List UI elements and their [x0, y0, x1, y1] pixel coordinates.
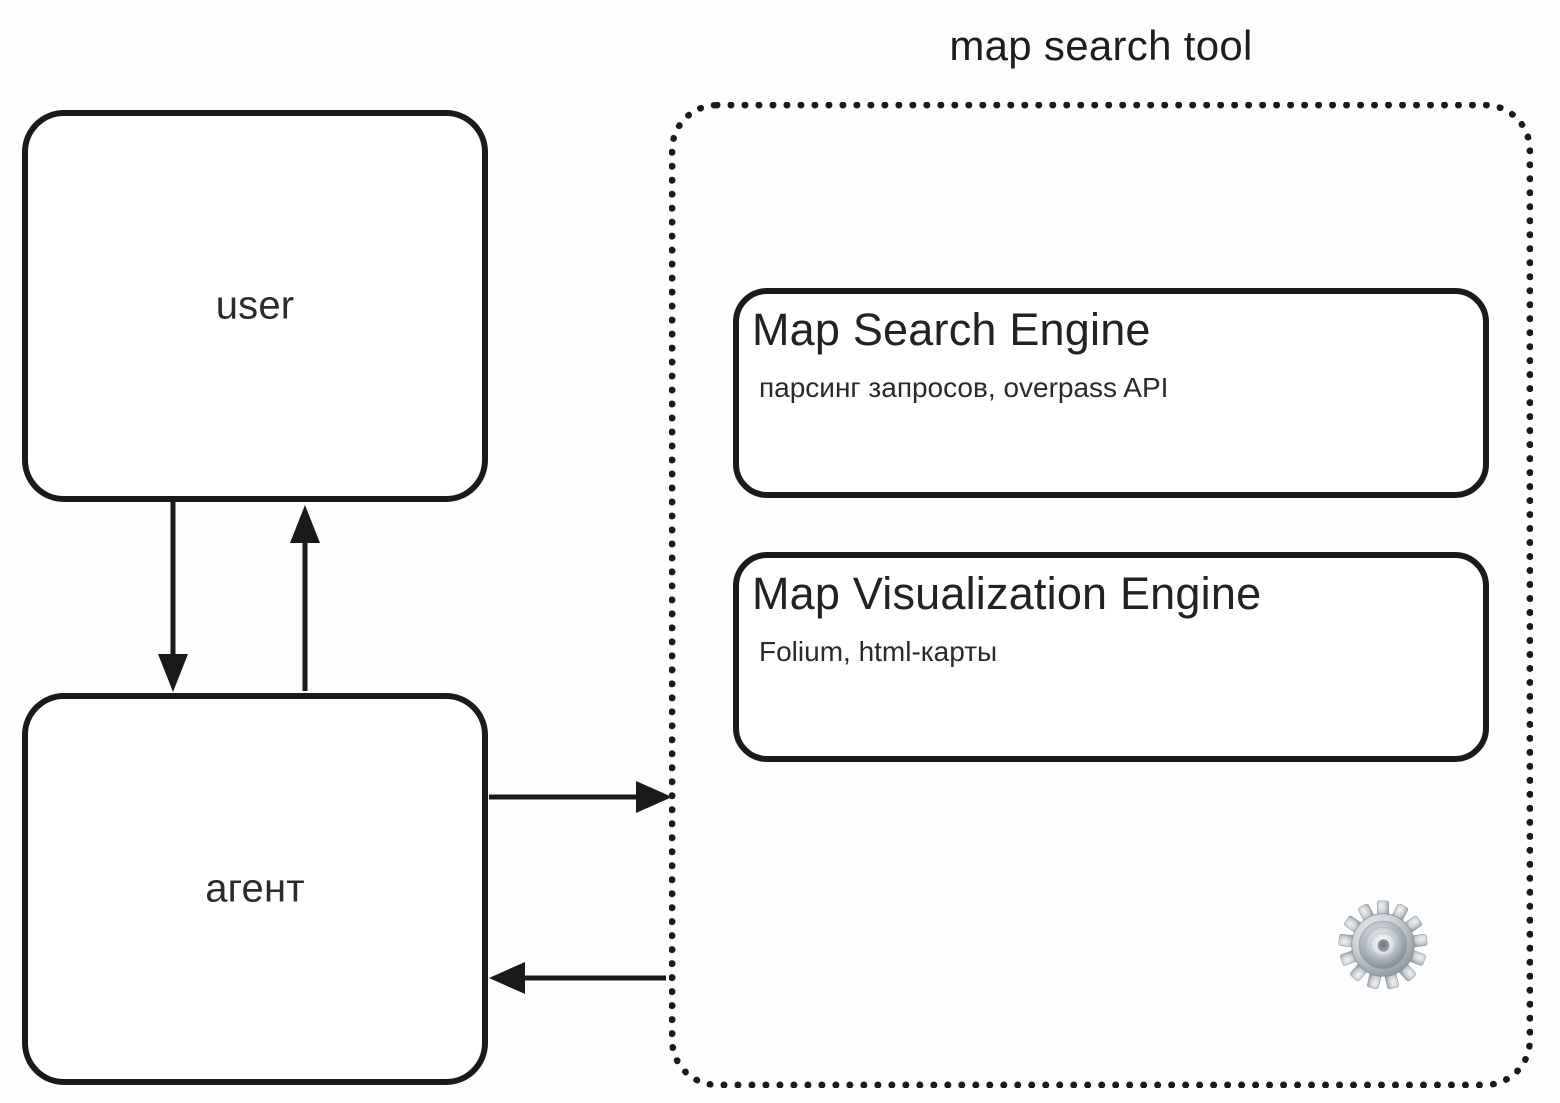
node-user[interactable]: user — [22, 110, 488, 502]
node-agent-label: агент — [205, 866, 305, 911]
edge-agent-to-user — [290, 505, 320, 691]
edge-tool-to-agent — [489, 962, 666, 994]
card-map-visualization-engine-subtitle: Folium, html-карты — [759, 636, 998, 667]
edge-user-to-agent — [158, 502, 188, 692]
edge-agent-to-tool — [489, 781, 672, 813]
gear-icon — [1337, 899, 1429, 991]
card-map-search-engine-title: Map Search Engine — [752, 304, 1151, 355]
tool-container-title: map search tool — [949, 22, 1253, 69]
card-map-visualization-engine-title: Map Visualization Engine — [752, 568, 1262, 619]
tool-container — [669, 102, 1533, 1088]
card-map-search-engine-subtitle: парсинг запросов, overpass API — [759, 372, 1169, 403]
node-agent[interactable]: агент — [22, 693, 488, 1085]
card-map-visualization-engine[interactable]: Map Visualization Engine Folium, html-ка… — [733, 552, 1489, 762]
card-map-search-engine[interactable]: Map Search Engine парсинг запросов, over… — [733, 288, 1489, 498]
node-user-label: user — [215, 283, 295, 328]
